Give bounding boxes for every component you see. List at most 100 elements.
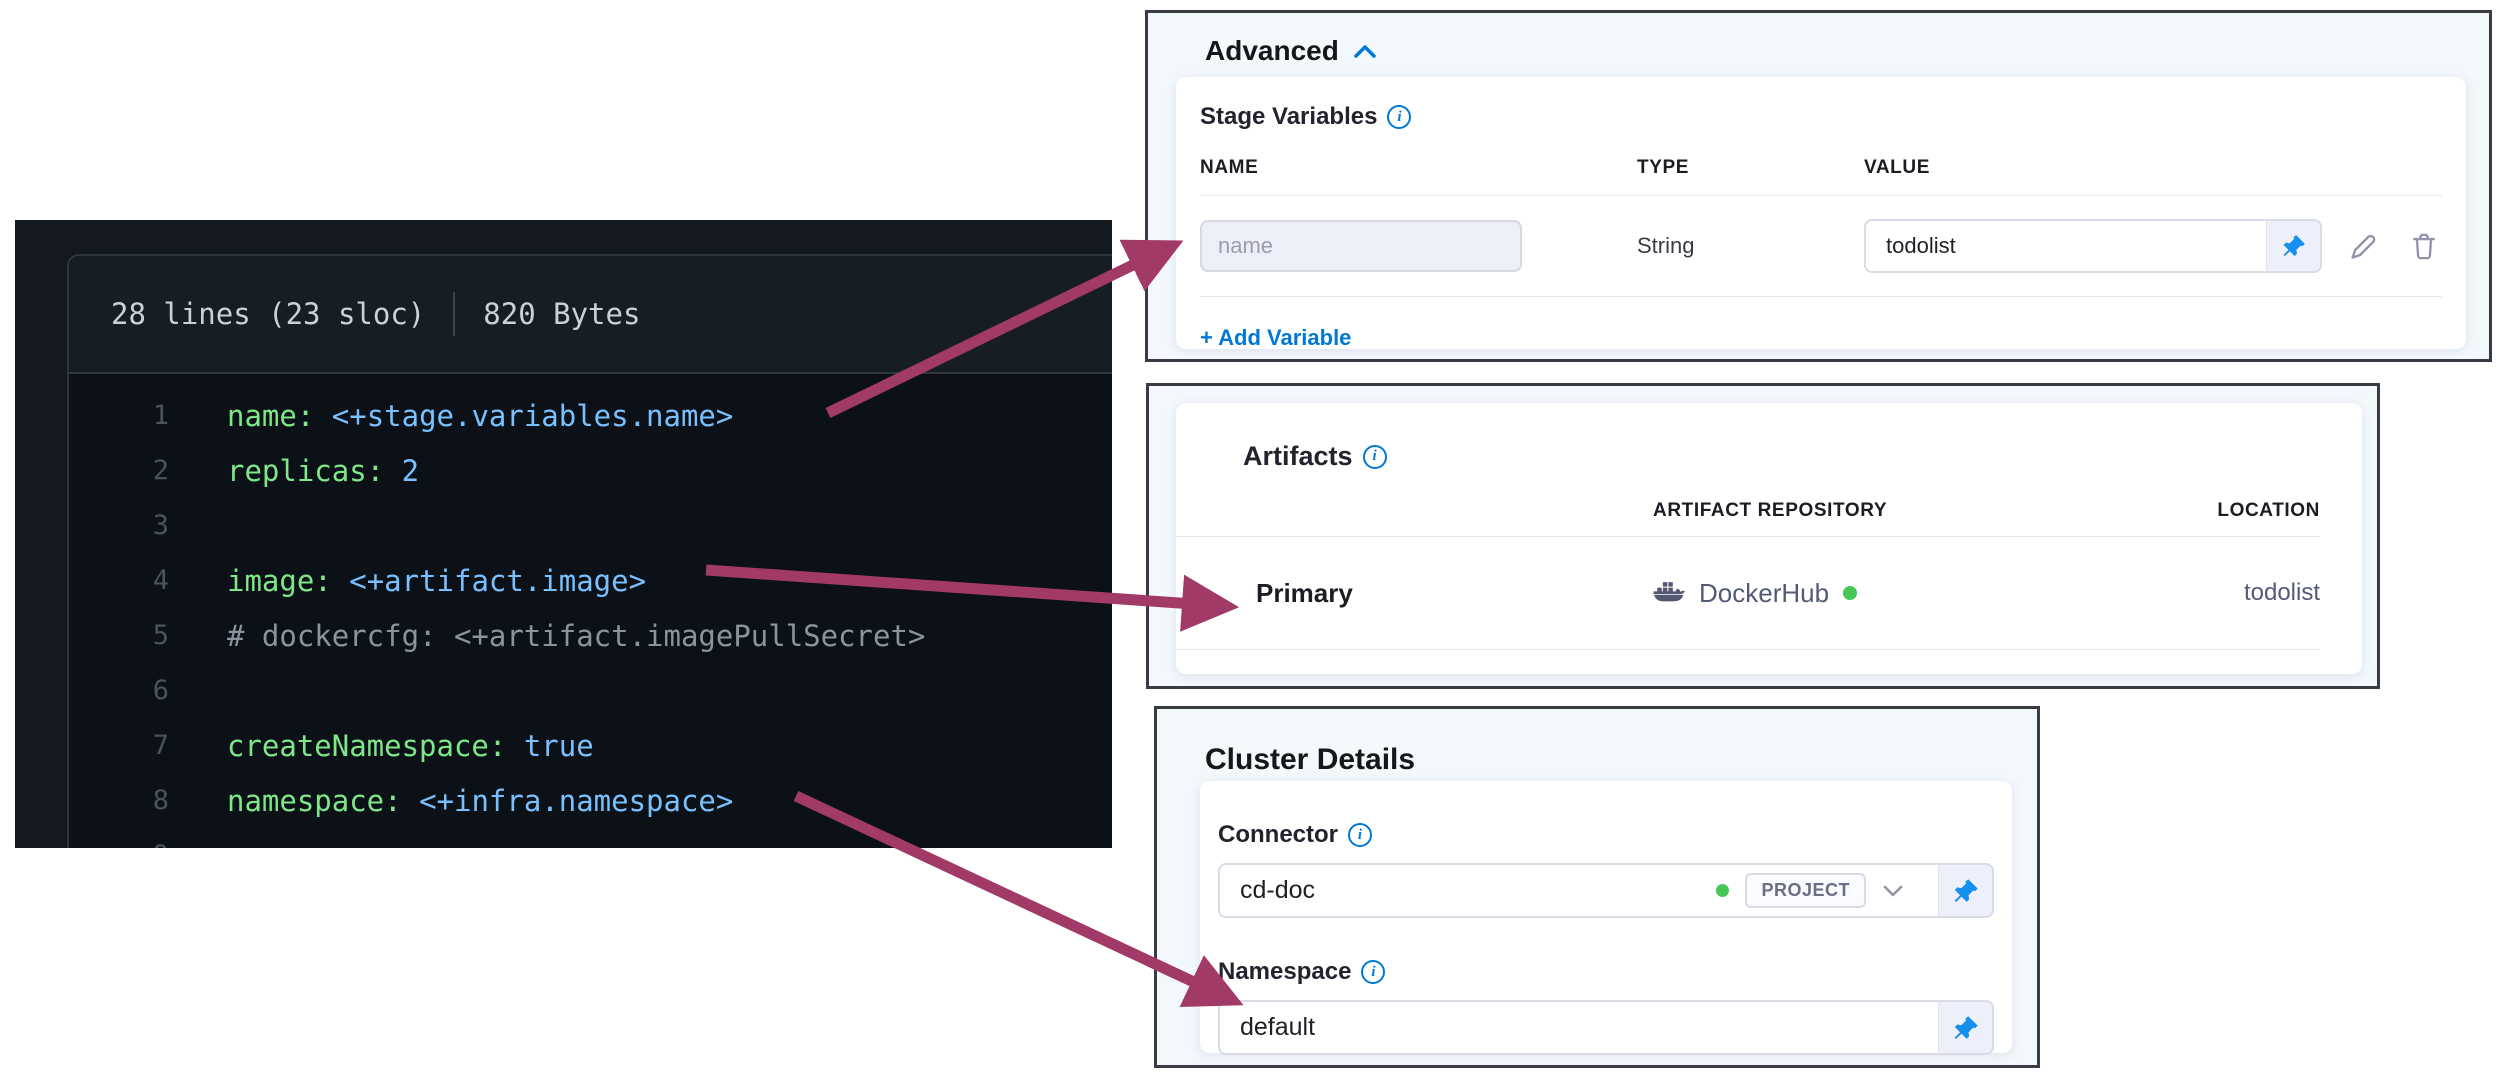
stage-variables-headers: NAME TYPE VALUE [1200, 157, 2442, 179]
code-segment-value: <+stage.variables.name> [331, 398, 734, 433]
row-divider [1200, 296, 2442, 297]
variable-name-input-group [1200, 220, 1522, 272]
stage-variables-card: Stage Variables i NAME TYPE VALUE [1176, 77, 2466, 350]
connector-field-block: Connector i cd-doc PROJECT [1218, 821, 1994, 918]
column-header-name: NAME [1200, 157, 1259, 178]
connector-input-group: cd-doc PROJECT [1218, 863, 1994, 918]
chevron-down-icon[interactable] [1882, 884, 1904, 898]
stage-variables-label: Stage Variables i [1200, 103, 2442, 131]
line-number: 2 [152, 455, 169, 486]
cluster-details-title: Cluster Details [1205, 743, 1416, 776]
artifacts-label: Artifacts i [1243, 441, 2320, 472]
code-line: 6 [69, 663, 1112, 718]
code-text: namespace: <+infra.namespace> [227, 784, 733, 818]
pin-icon [2282, 235, 2305, 257]
pencil-icon [2351, 234, 2376, 259]
chevron-up-icon [1354, 45, 1376, 58]
pin-icon [1954, 878, 1978, 902]
artifact-primary-label: Primary [1256, 577, 1353, 608]
line-number: 5 [152, 620, 169, 651]
pin-connector-button[interactable] [1938, 863, 1994, 918]
artifact-repository-name: DockerHub [1699, 577, 1830, 608]
line-number: 8 [152, 785, 169, 816]
info-icon[interactable]: i [1387, 105, 1412, 129]
line-number: 3 [152, 510, 169, 541]
code-file-box: 28 lines (23 sloc) 820 Bytes 1 name: <+st… [67, 254, 1112, 848]
file-lines-info: 28 lines (23 sloc) [111, 297, 426, 331]
connector-status-dot [1716, 884, 1730, 897]
info-icon[interactable]: i [1348, 823, 1372, 847]
code-text: replicas: 2 [227, 454, 419, 488]
artifacts-title-text: Artifacts [1243, 441, 1353, 471]
column-header-location: LOCATION [2217, 500, 2320, 521]
namespace-value: default [1240, 1013, 1316, 1041]
variable-value-input-group [1864, 219, 2322, 273]
variable-value-cell [1864, 219, 2442, 273]
variable-value-input[interactable] [1864, 219, 2266, 273]
artifacts-headers: ARTIFACT REPOSITORY LOCATION [1176, 500, 2320, 522]
code-segment-plain [402, 784, 419, 818]
code-segment-key: image: [227, 563, 332, 598]
info-icon[interactable]: i [1362, 444, 1387, 469]
code-segment-plain [506, 729, 523, 763]
variable-name-input[interactable] [1202, 222, 1520, 270]
pin-value-button[interactable] [2266, 219, 2322, 273]
code-segment-plain [314, 399, 331, 433]
code-line: 5 # dockercfg: <+artifact.imagePullSecret… [69, 608, 1112, 663]
artifact-row[interactable]: Primary DockerHub [1176, 537, 2320, 649]
code-line: 3 [69, 498, 1112, 553]
code-line: 2 replicas: 2 [69, 443, 1112, 498]
code-text: createNamespace: true [227, 729, 594, 763]
connector-label: Connector i [1218, 821, 1994, 849]
code-segment-key: replicas: [227, 453, 385, 488]
edit-variable-button[interactable] [2348, 231, 2378, 261]
artifacts-panel: Artifacts i ARTIFACT REPOSITORY LOCATION… [1146, 383, 2380, 689]
line-number: 9 [69, 840, 169, 848]
pin-icon [1954, 1015, 1978, 1039]
stage-variables-text: Stage Variables [1200, 103, 1378, 130]
code-segment-comment: # dockercfg: <+artifact.imagePullSecret> [227, 618, 926, 653]
line-number: 1 [152, 400, 169, 431]
code-line: 8 namespace: <+infra.namespace> [69, 773, 1112, 828]
code-segment-key: namespace: [227, 783, 402, 818]
delete-variable-button[interactable] [2410, 231, 2438, 261]
add-variable-button[interactable]: + Add Variable [1200, 325, 1352, 350]
namespace-input[interactable]: default [1218, 1000, 1938, 1055]
namespace-field-block: Namespace i default [1218, 958, 1994, 1055]
docker-whale-icon [1653, 582, 1685, 602]
cluster-details-card: Connector i cd-doc PROJECT [1200, 781, 2012, 1055]
advanced-panel: Advanced Stage Variables i NAME TYPE VAL… [1145, 10, 2492, 362]
connector-value: cd-doc [1240, 876, 1316, 904]
line-number: 7 [152, 730, 169, 761]
connector-input[interactable]: cd-doc PROJECT [1218, 863, 1938, 918]
code-segment-key: name: [227, 398, 315, 433]
code-text: # dockercfg: <+artifact.imagePullSecret> [227, 619, 925, 653]
namespace-label-text: Namespace [1218, 958, 1352, 985]
advanced-title: Advanced [1205, 35, 1339, 66]
header-divider [453, 292, 456, 336]
connected-status-dot [1843, 586, 1858, 600]
code-line: 7 createNamespace: true [69, 718, 1112, 773]
code-segment-key: createNamespace: [227, 728, 507, 763]
namespace-label: Namespace i [1218, 958, 1994, 986]
code-line: 1 name: <+stage.variables.name> [69, 388, 1112, 443]
connector-label-text: Connector [1218, 821, 1338, 848]
row-divider [1176, 536, 2320, 537]
artifact-repository-cell: DockerHub [1653, 578, 2080, 609]
artifacts-card: Artifacts i ARTIFACT REPOSITORY LOCATION… [1176, 403, 2362, 674]
column-header-artifact-repository: ARTIFACT REPOSITORY [1653, 500, 1888, 521]
info-icon[interactable]: i [1361, 960, 1386, 984]
file-size-info: 820 Bytes [483, 297, 641, 331]
column-header-value: VALUE [1864, 157, 1930, 178]
advanced-section-toggle[interactable]: Advanced [1205, 35, 1377, 67]
code-panel: 28 lines (23 sloc) 820 Bytes 1 name: <+st… [15, 220, 1112, 848]
code-file-header: 28 lines (23 sloc) 820 Bytes [69, 256, 1112, 374]
pin-namespace-button[interactable] [1938, 1000, 1994, 1055]
row-divider [1176, 649, 2320, 650]
line-number: 4 [152, 565, 169, 596]
scope-badge: PROJECT [1745, 873, 1866, 908]
code-area: 1 name: <+stage.variables.name> 2 replicas:… [69, 374, 1112, 849]
code-line: 9 [69, 828, 1112, 848]
